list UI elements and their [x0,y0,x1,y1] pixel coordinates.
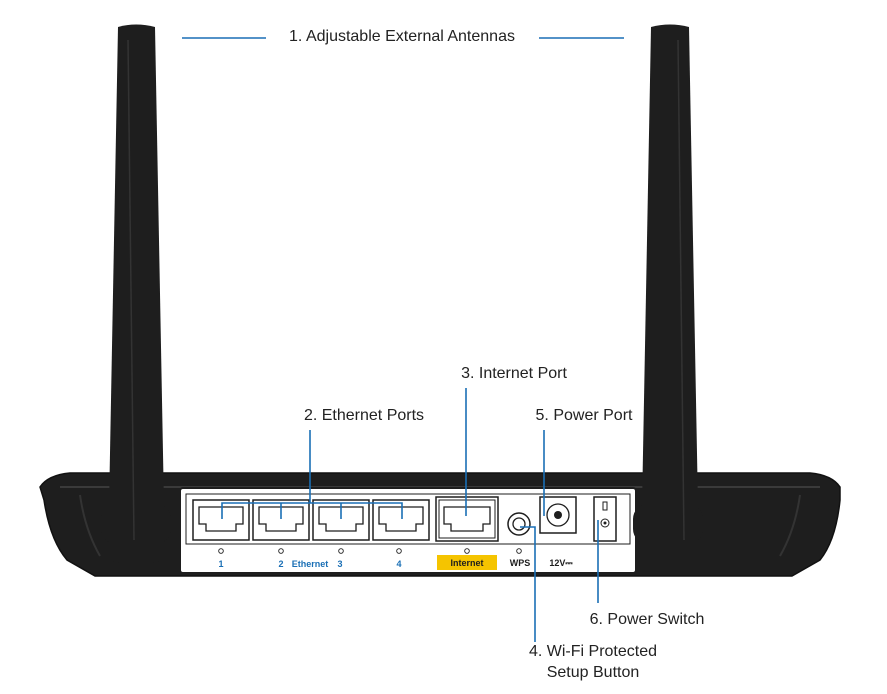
right-antenna [633,24,703,564]
wps-callout-line2: Setup Button [547,664,640,681]
port-label-1: 1 [218,559,223,569]
internet-label-highlight [437,555,497,570]
internet-label: Internet [450,558,483,568]
led-2 [278,548,284,554]
led-internet [464,548,470,554]
callout-lines [182,37,624,642]
internet-port[interactable] [435,496,499,542]
ethernet-port-4[interactable] [372,499,430,541]
ethernet-callout [221,430,403,519]
power-switch-callout-text: 6. Power Switch [590,611,705,628]
ethernet-ports-callout: 2. Ethernet Ports [304,407,424,424]
power-port-callout-text: 5. Power Port [536,407,633,424]
wps-callout [520,526,536,642]
wps-label: WPS [510,558,531,568]
power-port[interactable] [539,496,577,534]
ethernet-port-1[interactable] [192,499,250,541]
ethernet-label: Ethernet [292,559,329,569]
port-label-3: 3 [337,559,342,569]
led-indicators [218,548,522,554]
led-1 [218,548,224,554]
port-label-4: 4 [396,559,401,569]
ethernet-port-2[interactable] [252,499,310,541]
wps-button[interactable] [507,512,531,536]
antennas-callout: 1. Adjustable External Antennas [289,28,515,45]
led-wps [516,548,522,554]
power-label: 12V⎓ [549,558,573,568]
led-3 [338,548,344,554]
led-4 [396,548,402,554]
port-label-2: 2 [278,559,283,569]
left-antenna [101,24,171,564]
power-switch[interactable] [593,496,617,542]
internet-port-callout: 3. Internet Port [461,365,567,382]
wps-callout-line1: 4. Wi-Fi Protected [529,643,657,660]
